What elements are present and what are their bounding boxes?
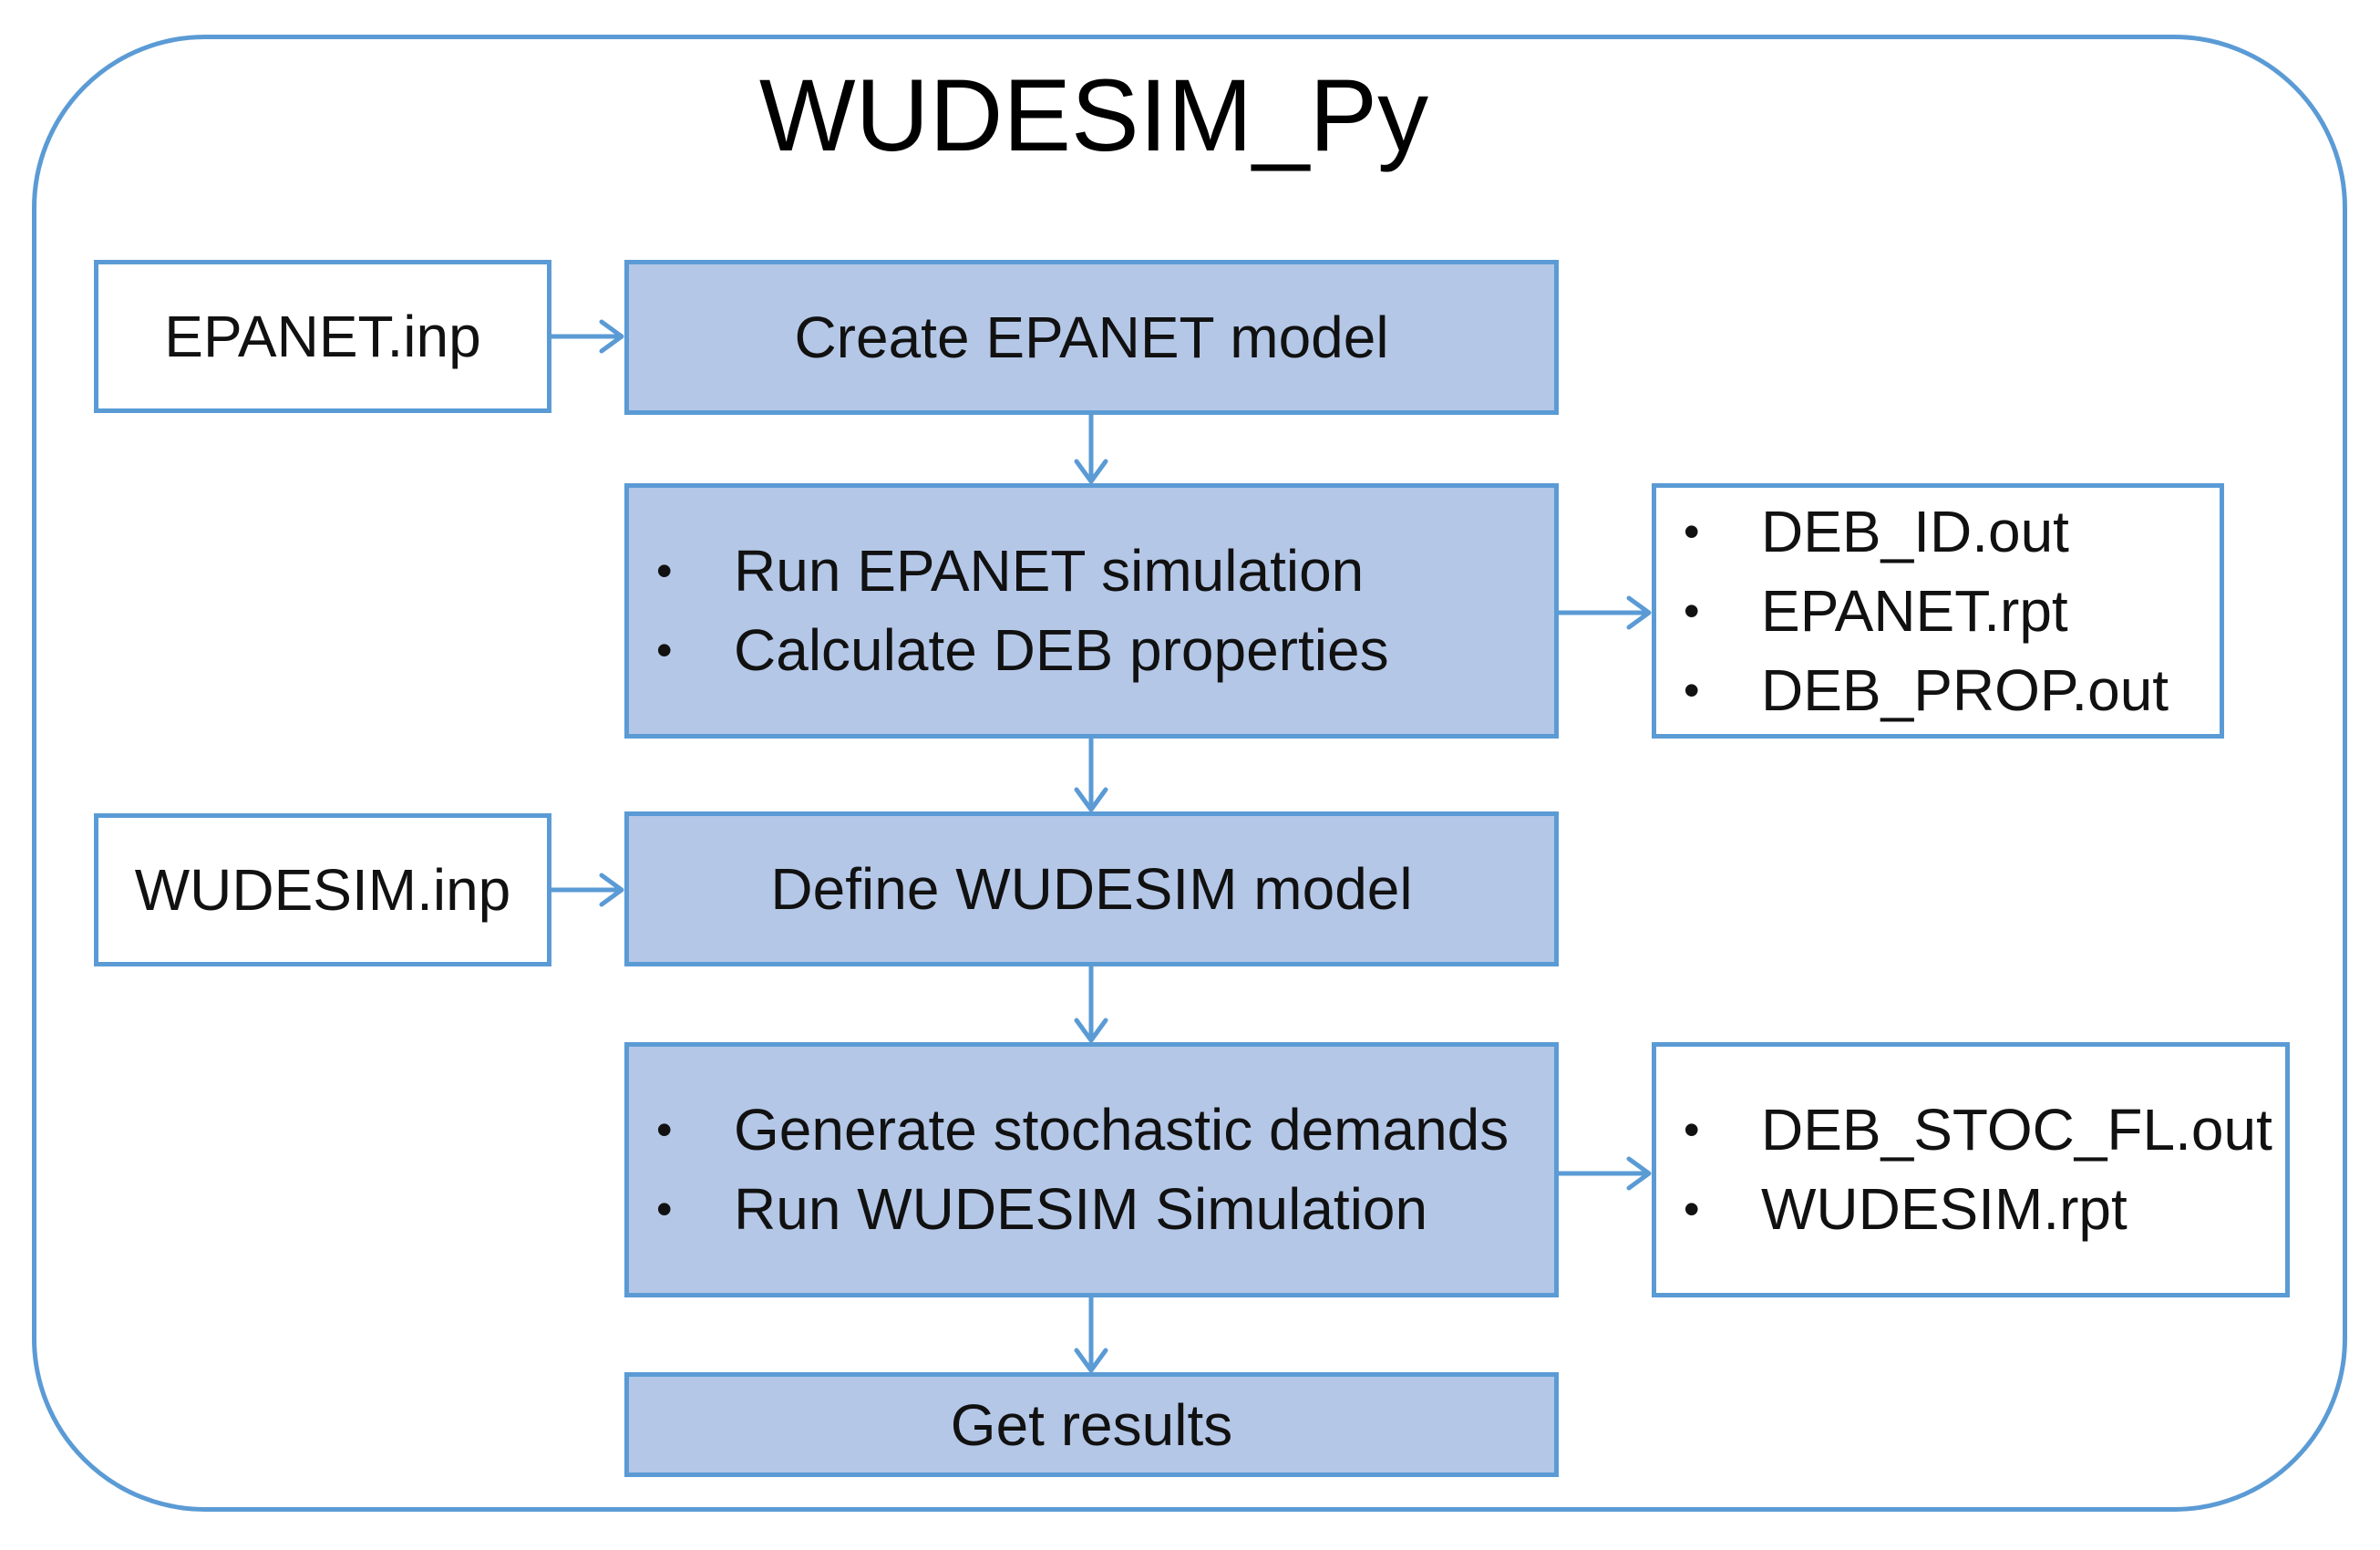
- step-run-epanet: Run EPANET simulation Calculate DEB prop…: [624, 483, 1559, 739]
- diagram-title: WUDESIM_Py: [758, 58, 1429, 172]
- output-epanet-files-list: DEB_ID.out EPANET.rpt DEB_PROP.out: [1684, 492, 2169, 730]
- step-create-epanet-model: Create EPANET model: [624, 260, 1559, 415]
- step-get-results-label: Get results: [950, 1391, 1233, 1458]
- step-run-epanet-list: Run EPANET simulation Calculate DEB prop…: [656, 532, 1389, 690]
- input-wudesim-inp-label: WUDESIM.inp: [134, 857, 511, 923]
- arrowhead-wudesim-inp-to-define: [599, 873, 624, 907]
- diagram-frame: [32, 35, 2347, 1512]
- step-define-wudesim-model: Define WUDESIM model: [624, 811, 1559, 966]
- arrowhead-create-to-run-epanet: [1074, 459, 1108, 484]
- step-run-wudesim-item: Generate stochastic demands: [656, 1090, 1509, 1170]
- step-get-results: Get results: [624, 1372, 1559, 1477]
- input-wudesim-inp: WUDESIM.inp: [94, 813, 551, 966]
- input-epanet-inp-label: EPANET.inp: [164, 304, 481, 369]
- output-epanet-files: DEB_ID.out EPANET.rpt DEB_PROP.out: [1652, 483, 2224, 739]
- step-run-wudesim: Generate stochastic demands Run WUDESIM …: [624, 1042, 1559, 1297]
- arrowhead-run-epanet-to-define: [1074, 787, 1108, 812]
- arrowhead-run-wudesim-to-results: [1074, 1348, 1108, 1373]
- output-file-item: WUDESIM.rpt: [1684, 1170, 2272, 1249]
- arrowhead-epanet-inp-to-create: [599, 319, 624, 354]
- input-epanet-inp: EPANET.inp: [94, 260, 551, 413]
- output-wudesim-files-list: DEB_STOC_FL.out WUDESIM.rpt: [1684, 1090, 2272, 1249]
- arrowhead-define-to-run-wudesim: [1074, 1018, 1108, 1043]
- output-file-item: EPANET.rpt: [1684, 572, 2169, 651]
- step-run-epanet-item: Run EPANET simulation: [656, 532, 1389, 611]
- step-run-wudesim-item: Run WUDESIM Simulation: [656, 1170, 1509, 1249]
- step-create-epanet-model-label: Create EPANET model: [794, 305, 1389, 370]
- arrowhead-run-wudesim-to-outputs: [1626, 1156, 1652, 1191]
- output-file-item: DEB_ID.out: [1684, 492, 2169, 572]
- output-file-item: DEB_PROP.out: [1684, 651, 2169, 730]
- output-file-item: DEB_STOC_FL.out: [1684, 1090, 2272, 1170]
- step-run-wudesim-list: Generate stochastic demands Run WUDESIM …: [656, 1090, 1509, 1249]
- step-define-wudesim-model-label: Define WUDESIM model: [770, 856, 1413, 922]
- arrowhead-run-epanet-to-outputs: [1626, 595, 1652, 630]
- output-wudesim-files: DEB_STOC_FL.out WUDESIM.rpt: [1652, 1042, 2290, 1297]
- step-run-epanet-item: Calculate DEB properties: [656, 611, 1389, 690]
